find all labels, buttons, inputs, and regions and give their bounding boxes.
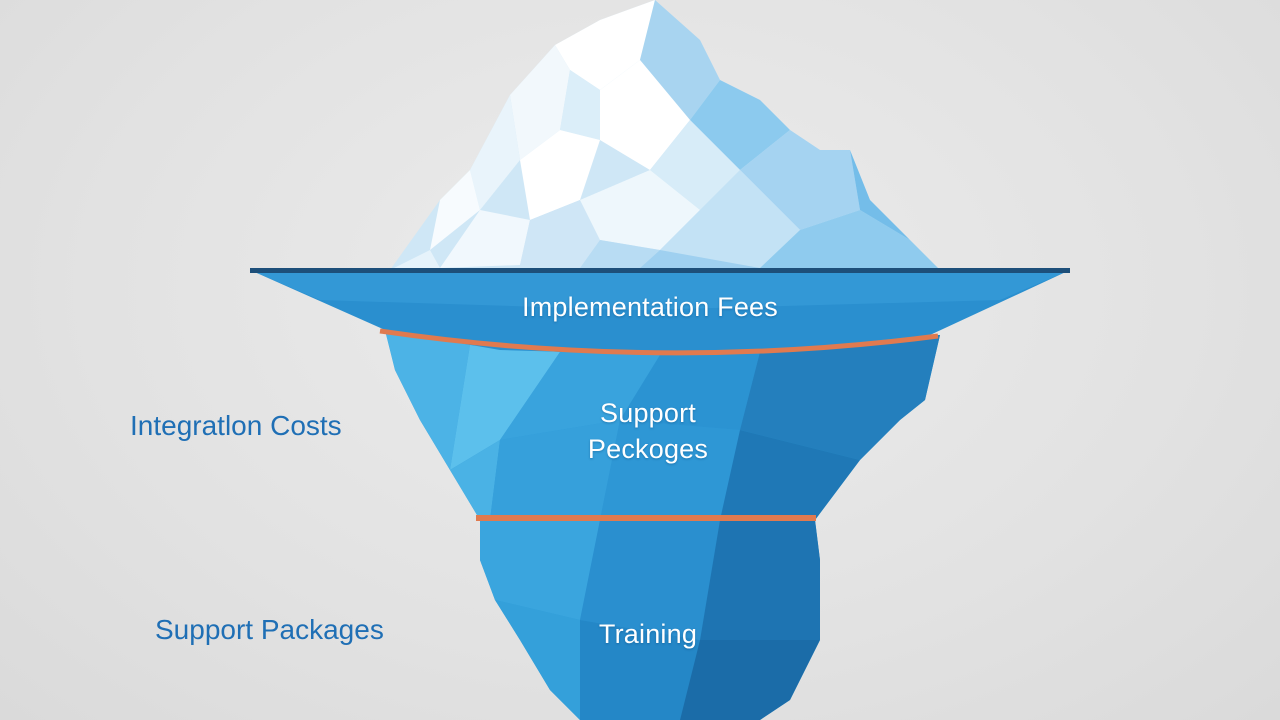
layer-label-training: Training: [598, 619, 698, 649]
waterline: [250, 268, 1070, 273]
iceberg-underwater: [385, 330, 940, 720]
side-label-integration-costs: Integratlon Costs: [130, 410, 342, 441]
iceberg-tip: [390, 0, 940, 270]
layer-label-support-line2: Peckoges: [587, 434, 709, 464]
divider-line-upper: [379, 328, 939, 356]
layer-label-support-line1: Support: [600, 398, 696, 428]
divider-line-lower: [476, 515, 816, 521]
waterline-band: [250, 268, 1070, 354]
side-label-support-packages: Support Packages: [155, 614, 384, 645]
layer-label-implementation-fees: Implementation Fees: [522, 292, 778, 322]
